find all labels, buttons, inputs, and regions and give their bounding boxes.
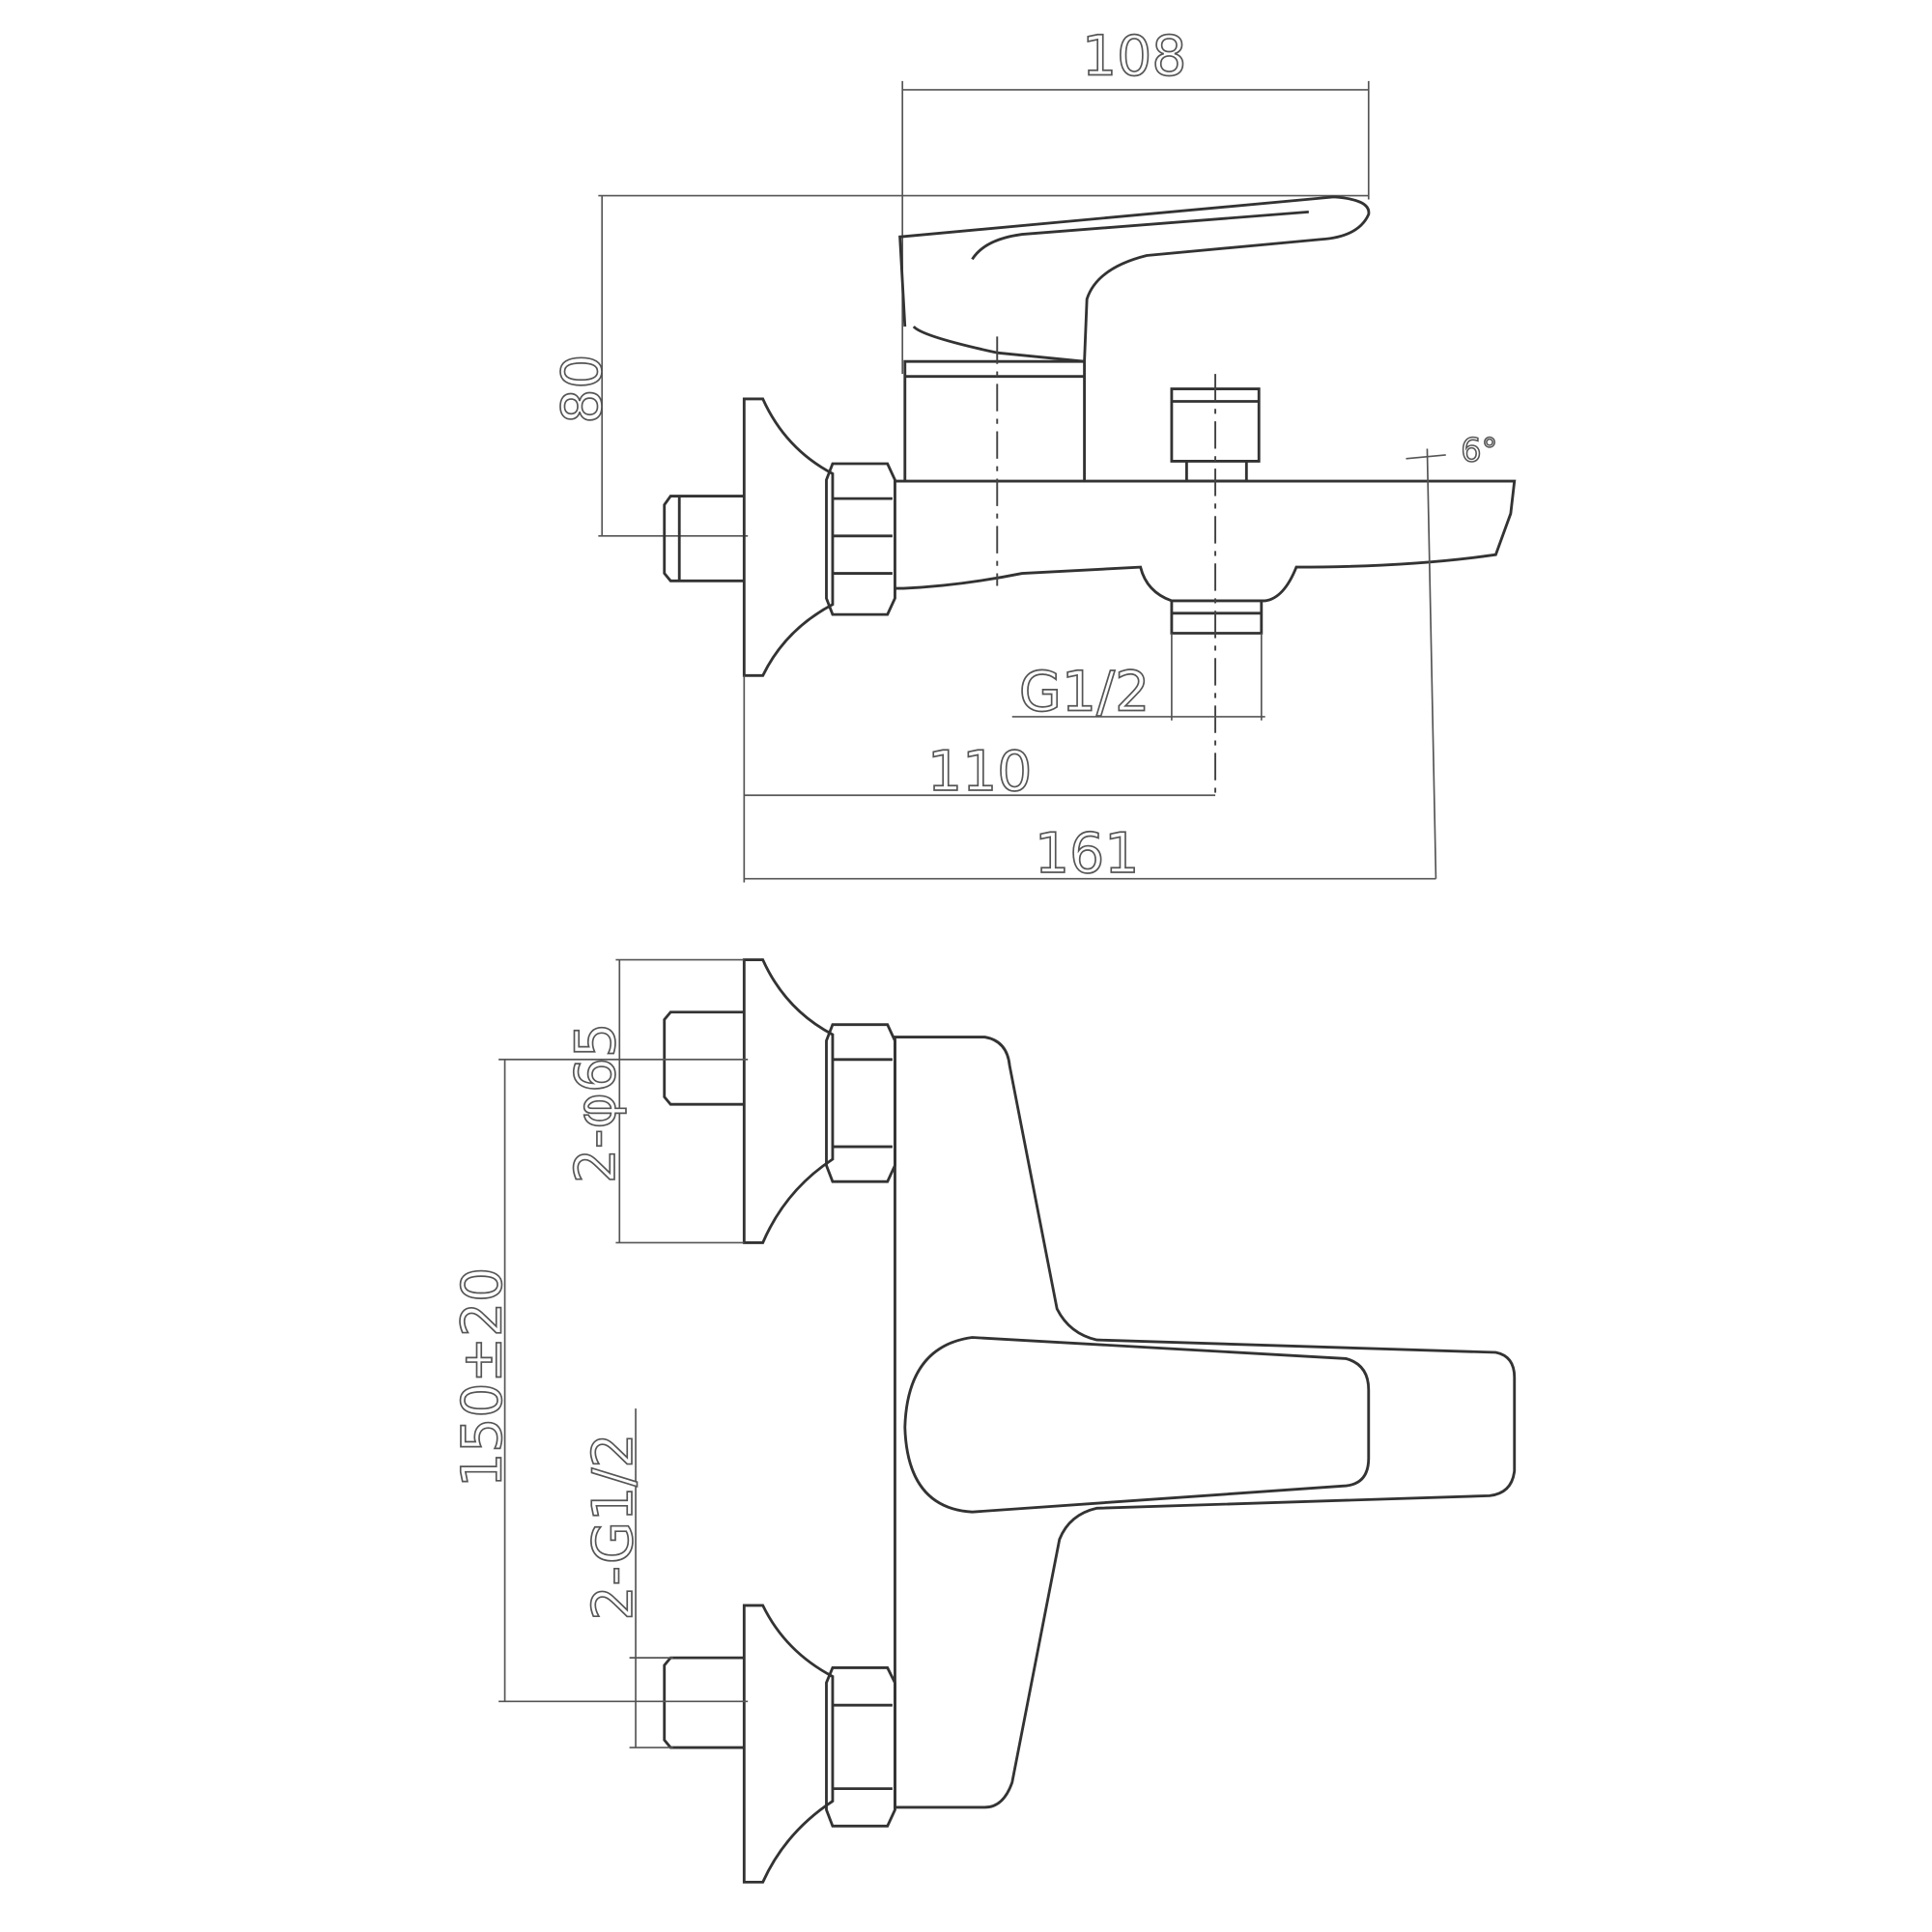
dim-label-center-distance: 150±20 xyxy=(451,1267,515,1488)
front-lever xyxy=(903,1336,1371,1514)
dimension-inlet-thread: 2-G1/2 xyxy=(581,1408,673,1748)
wall-flange xyxy=(742,397,835,677)
dim-label-inlet-thread: 2-G1/2 xyxy=(582,1434,645,1621)
upper-inlet-pipe xyxy=(663,1010,745,1106)
dimension-flange: 2-φ65 xyxy=(563,958,745,1244)
shower-outlet xyxy=(1170,600,1264,635)
dim-label-110: 110 xyxy=(927,740,1032,804)
cartridge xyxy=(903,359,1086,482)
hex-nut xyxy=(825,462,896,616)
faucet-body xyxy=(895,479,1517,603)
front-view: 2-φ65 150±20 2-G1/2 xyxy=(450,958,1517,1884)
inlet-pipe xyxy=(663,495,745,582)
dimension-g12: G1/2 xyxy=(1011,633,1265,724)
dim-label-g12: G1/2 xyxy=(1019,660,1150,724)
dim-label-flange: 2-φ65 xyxy=(564,1023,628,1183)
dimension-6-degree: 6° xyxy=(1406,431,1498,879)
dim-label-6deg: 6° xyxy=(1461,431,1497,469)
front-body xyxy=(894,1036,1517,1809)
dim-label-80: 80 xyxy=(551,354,614,423)
dimension-110: 110 xyxy=(743,675,1216,883)
upper-hex-nut xyxy=(825,1023,896,1183)
dimension-108: 108 xyxy=(901,24,1370,375)
lower-inlet-pipe xyxy=(663,1656,745,1749)
lower-hex-nut xyxy=(825,1666,896,1828)
dim-label-108: 108 xyxy=(1082,24,1186,88)
lower-flange xyxy=(742,1604,835,1884)
dim-label-161: 161 xyxy=(1035,822,1139,886)
dimension-161: 161 xyxy=(744,821,1436,887)
dimension-center-distance: 150±20 xyxy=(450,1058,749,1703)
upper-flange xyxy=(742,958,835,1244)
dimension-80: 80 xyxy=(550,194,1369,537)
side-view: 108 80 6° xyxy=(550,24,1517,887)
lever-handle xyxy=(898,195,1371,363)
